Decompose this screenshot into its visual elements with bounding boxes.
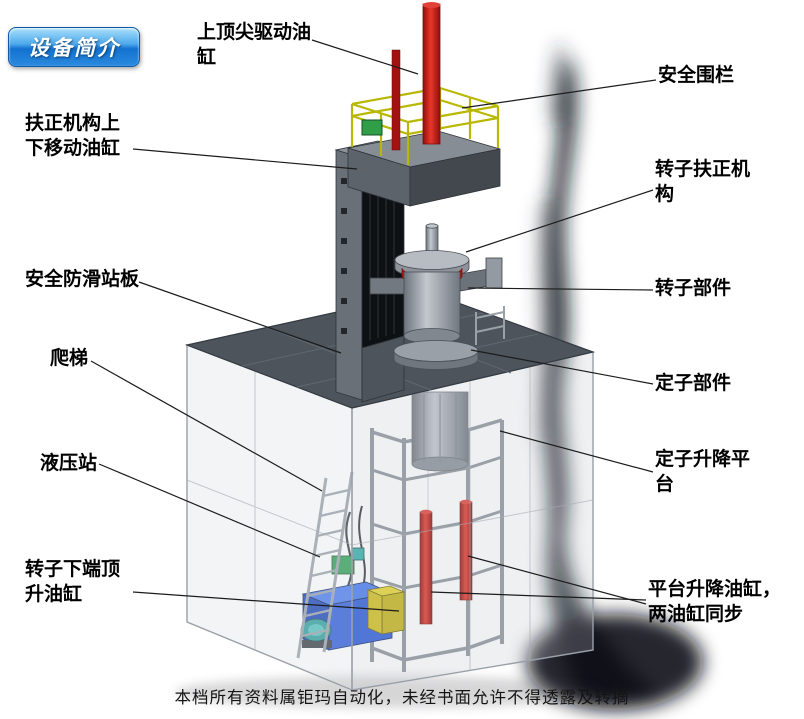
head-box [347, 130, 501, 207]
label-ladder: 爬梯 [50, 347, 89, 369]
label-platform-cylinders: 平台升降油缸，两油缸同步 [648, 578, 782, 626]
ground-shadow [175, 676, 605, 708]
leader-lines [90, 39, 657, 612]
label-stator-part: 定子部件 [655, 372, 732, 394]
leader-stator-part [470, 349, 654, 385]
leader-rotor-centering [465, 189, 654, 253]
access-ladder [296, 471, 354, 659]
title-badge-label: 设备简介 [28, 36, 120, 60]
label-centering-cylinder: 扶正机构上下移动油缸 [25, 112, 121, 160]
leader-rotor-part [467, 287, 654, 291]
rotor-assembly [369, 223, 503, 370]
label-stator-lift-platform: 定子升降平台 [655, 448, 751, 496]
enclosure-interior [296, 391, 504, 672]
label-rotor-bottom-cylinder: 转子下端顶升油缸 [25, 558, 121, 606]
leader-platform-cyl-b [467, 555, 647, 605]
leader-antislip [138, 281, 342, 354]
stator-cylinder [411, 391, 469, 472]
label-antislip-board: 安全防滑站板 [25, 268, 140, 290]
platform-lift-cylinders [419, 499, 473, 625]
leader-stator-lift [499, 430, 654, 473]
label-rotor-part: 转子部件 [655, 277, 732, 299]
leader-safety-fence [461, 79, 657, 109]
green-clamp-block [361, 119, 383, 136]
leader-rotor-bottom [132, 591, 400, 612]
leader-top-cylinder [311, 39, 419, 75]
leader-platform-cyl-a [430, 591, 647, 601]
label-rotor-centering: 转子扶正机构 [655, 158, 751, 206]
title-badge: 设备简介 [8, 27, 140, 67]
label-safety-fence: 安全围栏 [658, 64, 735, 86]
label-top-cylinder: 上顶尖驱动油缸 [197, 21, 312, 69]
leader-centering-cyl [132, 148, 358, 170]
copyright-notice: 本档所有资料属钜玛自动化，未经书面允许不得透露及转摘 [174, 688, 630, 707]
leader-ladder [90, 360, 323, 492]
platform-guard-frame [475, 306, 505, 345]
label-hydraulic-station: 液压站 [40, 452, 98, 474]
leader-hydraulic [98, 463, 321, 558]
enclosure-walls [186, 343, 594, 692]
top-drive-cylinder [391, 2, 441, 151]
